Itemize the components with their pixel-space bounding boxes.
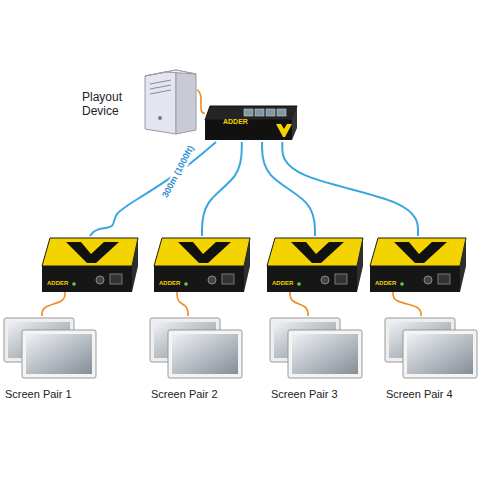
- pc-tower: [145, 70, 196, 134]
- transmitter-hub: ADDER: [205, 106, 297, 142]
- hub-side: [292, 106, 297, 140]
- brand-label: ADDER: [223, 118, 248, 125]
- receiver-unit: ADDER: [368, 236, 468, 292]
- rj45-port: [244, 109, 253, 116]
- tower-front: [176, 70, 196, 134]
- screen-pair: Screen Pair 2: [148, 316, 248, 404]
- cat5-cable: [202, 142, 242, 236]
- receiver-unit: [267, 238, 363, 292]
- playout-device: Playout Device: [82, 66, 197, 134]
- receiver-unit: [42, 238, 138, 292]
- screen-pair: [270, 318, 362, 378]
- video-cable: [393, 292, 421, 316]
- hub-front: [205, 120, 292, 140]
- screen-label: Screen Pair 4: [386, 388, 453, 401]
- tower-side: [145, 70, 176, 134]
- logo-chevron: [276, 124, 292, 137]
- video-cable: [197, 90, 205, 113]
- receiver-unit: ADDER: [40, 236, 140, 292]
- receiver-unit: ADDER: [265, 236, 365, 292]
- receiver-unit: [370, 238, 466, 292]
- drive-bay: [150, 90, 171, 94]
- device-label: Playout Device: [82, 90, 138, 119]
- video-cable: [290, 292, 308, 316]
- brand-label: ADDER: [47, 280, 68, 286]
- screen-label: Screen Pair 1: [5, 388, 72, 401]
- rj45-port: [266, 109, 275, 116]
- screen-pair: [385, 318, 477, 378]
- video-cable: [42, 292, 65, 316]
- screen-pair: [150, 318, 242, 378]
- cat5-cable: [282, 142, 418, 236]
- screen-pair: Screen Pair 4: [383, 316, 478, 404]
- receiver-unit: ADDER: [152, 236, 252, 292]
- video-cable: [177, 292, 188, 316]
- power-button: [158, 116, 162, 120]
- screen-label: Screen Pair 2: [151, 388, 218, 401]
- cat5-cable: [90, 142, 216, 236]
- hub-top: [205, 106, 297, 120]
- cat5-cable: [262, 142, 315, 236]
- brand-label: ADDER: [159, 280, 180, 286]
- brand-label: ADDER: [375, 280, 396, 286]
- cable-length: 300m (1000ft): [160, 143, 198, 202]
- rj45-port: [255, 109, 264, 116]
- brand-label: ADDER: [272, 280, 293, 286]
- tower-top: [145, 70, 196, 76]
- drive-bay: [150, 85, 171, 89]
- screen-pair: [4, 318, 96, 378]
- receiver-unit: [154, 238, 250, 292]
- drive-bay: [150, 80, 171, 84]
- transmitter-hub: [205, 106, 297, 140]
- screen-pair: Screen Pair 1: [2, 316, 102, 404]
- screen-pair: Screen Pair 3: [268, 316, 368, 404]
- rj45-port: [277, 109, 286, 116]
- screen-label: Screen Pair 3: [271, 388, 338, 401]
